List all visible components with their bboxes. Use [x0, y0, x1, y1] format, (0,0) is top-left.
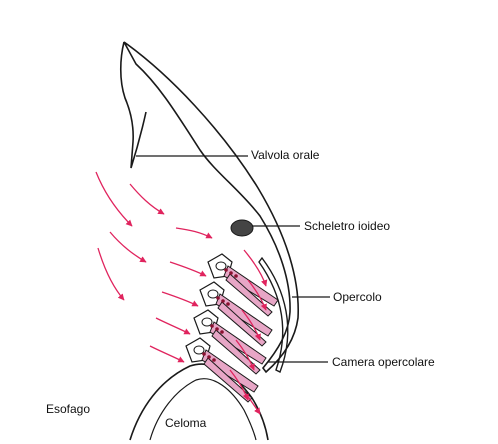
floor-inner-outline	[149, 378, 257, 441]
water-flow-arrows	[95, 171, 268, 415]
water-flow-arrow	[247, 279, 267, 311]
gill-arch	[193, 309, 267, 375]
label-camera-opercolare: Camera opercolare	[332, 355, 435, 369]
gill-arch	[207, 253, 279, 317]
oral-valve	[119, 41, 147, 169]
hyoid-skeleton	[230, 219, 254, 237]
water-flow-arrow	[169, 261, 207, 277]
label-esofago: Esofago	[46, 402, 91, 416]
water-flow-arrow	[245, 393, 261, 415]
water-flow-arrow	[235, 339, 255, 371]
water-flow-arrow	[109, 231, 147, 263]
label-opercolo: Opercolo	[333, 290, 382, 304]
water-flow-arrow	[95, 171, 133, 227]
water-flow-arrow	[155, 317, 191, 335]
water-flow-arrow	[149, 345, 185, 363]
water-flow-arrow	[97, 247, 125, 301]
operculum-flap	[258, 256, 289, 373]
water-flow-arrow	[161, 291, 199, 307]
gill-arch	[199, 281, 273, 347]
water-flow-arrow	[229, 369, 249, 401]
leader-lines	[136, 155, 330, 363]
water-flow-arrow	[175, 227, 213, 239]
label-valvola-orale: Valvola orale	[251, 148, 320, 162]
label-celoma: Celoma	[165, 416, 207, 430]
water-flow-arrow	[241, 309, 261, 341]
label-scheletro-ioideo: Scheletro ioideo	[304, 219, 391, 233]
water-flow-arrow	[243, 249, 268, 287]
head-outline	[123, 41, 300, 374]
water-flow-arrow	[129, 183, 165, 215]
